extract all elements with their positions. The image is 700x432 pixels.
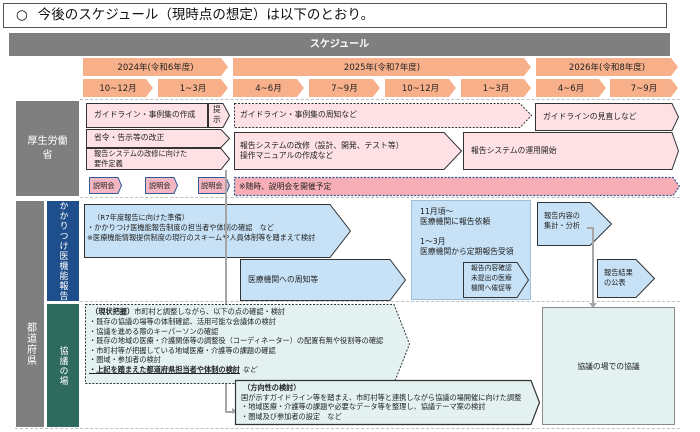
label-line: 省: [42, 149, 53, 161]
task-ordinance: 省令・告示等の改正: [86, 129, 231, 148]
task-label: 省令・告示等の改正: [94, 133, 165, 142]
connector-line: [587, 227, 593, 229]
page-title: ○ 今後のスケジュール（現時点の想定）は以下のとおり。: [3, 3, 667, 28]
task-label: 1～3月: [420, 237, 446, 246]
task-council-discussion: 協議の場での協議: [542, 307, 675, 425]
task-confirm-reports: 報告内容確認 未提出の医療 機関へ催促等: [463, 262, 530, 298]
task-label: 医療機関に報告依頼: [420, 217, 491, 226]
list-item: ・協議を進める際のキーパーソンの確認: [89, 326, 219, 336]
row-divider: [80, 99, 680, 100]
quarter-2025-q2: 7~9月: [309, 79, 380, 97]
task-system-development: 報告システムの改修（設計、開発、テスト等） 操作マニュアルの作成など: [234, 132, 463, 170]
title-text: 今後のスケジュール（現時点の想定）は以下のとおり。: [37, 7, 375, 23]
task-label: 報告内容確認: [471, 264, 512, 272]
task-label: ガイドライン・事例集の周知など: [240, 110, 357, 119]
label-text: 協議の場: [57, 345, 68, 386]
task-label: ※随時、説明会を開催予定: [239, 182, 332, 191]
task-label: 協議の場での協議: [577, 361, 640, 371]
row-divider: [80, 301, 680, 302]
task-label: 報告内容の: [544, 211, 580, 220]
task-label: 報告システムの改修（設計、開発、テスト等）: [240, 141, 404, 150]
connector-line: [225, 411, 233, 413]
arrow-right-icon: [232, 408, 237, 414]
row-label-kakaritsuke: かかりつけ医機能報告: [47, 201, 79, 301]
task-label: 要件定義: [94, 159, 123, 168]
list-item: ・市町村等が把握している地域医療・介護等の課題の確認: [89, 345, 276, 355]
quarter-2024-q3: 10~12月: [83, 79, 153, 97]
task-label: （現状把握）市町村と調整しながら、以下の点の確認・検討: [91, 307, 285, 317]
task-briefing-3: 説明会: [198, 177, 231, 194]
task-briefing-2: 説明会: [145, 177, 179, 194]
task-label: 報告結果: [604, 268, 633, 277]
task-present: 提示: [208, 103, 231, 128]
task-report-preparation: （R7年度報告に向けた準備） ・かかりつけ医機能報告制度の担当者や体制の確認 な…: [84, 204, 352, 258]
task-label: 操作マニュアルの作成など: [240, 151, 334, 160]
quarter-2026-q2: 7~9月: [610, 79, 678, 97]
quarter-2025-q3: 10~12月: [385, 79, 456, 97]
year-2026: 2026年(令和8年度): [536, 58, 678, 76]
task-label: 報告システムの改修に向けた: [94, 149, 188, 158]
task-guideline-publicize: ガイドライン・事例集の周知など: [234, 103, 533, 128]
task-label: ・かかりつけ医機能報告制度の担当者や体制の確認 など: [87, 223, 274, 232]
task-label: 報告システムの運用開始: [471, 146, 557, 155]
emphasis-text: ・上記を踏まえた都道府県担当者や体制の検討: [89, 364, 240, 374]
row-label-prefecture: 都道府県: [16, 201, 44, 427]
task-label: ・圏域及び参加者の設定 など: [241, 411, 342, 421]
task-briefing-ongoing: ※随時、説明会を開催予定: [233, 176, 681, 197]
circle-marker-icon: ○: [16, 7, 28, 23]
task-guideline-create: ガイドライン・事例集の作成: [86, 103, 208, 128]
task-label: 医療機関から定期報告受領: [420, 247, 514, 256]
connector-line: [592, 227, 594, 305]
task-label: （R7年度報告に向けた準備）: [93, 213, 189, 222]
suffix-text: など: [242, 364, 257, 374]
quarter-2025-q4: 1~3月: [461, 79, 531, 97]
list-item: ・既存の協議の場等の体制確認、活用可能な会議体の検討: [89, 317, 276, 326]
quarter-2024-q4: 1~3月: [158, 79, 228, 97]
task-label: ガイドライン・事例集の作成: [94, 110, 196, 119]
task-label: 提示: [213, 105, 221, 124]
task-label: ・地域医療・介護等の課題や必要なデータ等を整理し、協議テーマ案の検討: [241, 402, 486, 411]
task-system-operation: 報告システムの運用開始: [463, 132, 680, 170]
task-label: の公表: [604, 278, 626, 287]
arrow-down-icon: [589, 303, 597, 308]
task-briefing-1: 説明会: [89, 177, 123, 194]
quarter-2026-q1: 4~6月: [536, 79, 606, 97]
task-label: 医療機関への周知等: [248, 275, 319, 284]
row-label-mhlw: 厚生労働 省: [16, 101, 79, 196]
task-label: ガイドラインの見直しなど: [543, 112, 637, 121]
list-item: ・上記を踏まえた都道府県担当者や体制の検討 など: [89, 365, 257, 375]
task-publish-results: 報告結果 の公表: [597, 259, 656, 298]
task-label: 国が示すガイドライン等を踏まえ、市町村等と連携しながら協議の場開催に向けた調整: [241, 392, 522, 402]
row-divider: [15, 428, 680, 429]
task-label: 機関へ催促等: [471, 284, 512, 292]
list-item: ・圏域・参加者の検討: [89, 355, 161, 364]
year-2024: 2024年(令和6年度): [83, 58, 228, 76]
list-item: ・既存の地域の医療・介護関係等の調整役（コーディネーター）の配置有無や役割等の確…: [89, 336, 384, 345]
task-notify-institutions: 医療機関への周知等: [240, 259, 407, 301]
section-title: （現状把握）: [91, 307, 135, 316]
task-label: 説明会: [201, 181, 223, 190]
year-2025: 2025年(令和7年度): [233, 58, 531, 76]
label-line: 厚生労働: [27, 135, 68, 147]
task-status-assessment: （現状把握）市町村と調整しながら、以下の点の確認・検討 ・既存の協議の場等の体制…: [85, 304, 411, 384]
section-title: （方向性の検討）: [243, 383, 301, 392]
row-divider: [80, 197, 680, 198]
task-aggregate-analysis: 報告内容の 集計・分析: [537, 202, 613, 246]
task-label: 11月頃～: [420, 207, 454, 216]
task-system-requirements: 報告システムの改修に向けた 要件定義: [86, 148, 231, 170]
label-text: かかりつけ医機能報告: [57, 201, 68, 301]
task-guideline-review: ガイドラインの見直しなど: [535, 103, 680, 131]
task-direction-consideration: （方向性の検討） 国が示すガイドライン等を踏まえ、市町村等と連携しながら協議の場…: [234, 379, 541, 426]
row-label-council: 協議の場: [47, 304, 79, 427]
task-label: 集計・分析: [544, 221, 580, 230]
task-label: 説明会: [93, 181, 115, 190]
task-label: 未提出の医療: [471, 274, 512, 282]
task-label: ※医療機能情報提供制度の現行のスキームや人員体制等を踏まえて検討: [87, 233, 316, 242]
section-intro: 市町村と調整しながら、以下の点の確認・検討: [134, 307, 286, 316]
task-label: 説明会: [149, 181, 171, 190]
label-text: 都道府県: [24, 322, 36, 366]
quarter-2025-q1: 4~6月: [233, 79, 304, 97]
connector-line: [225, 170, 227, 412]
schedule-header: スケジュール: [9, 33, 670, 56]
